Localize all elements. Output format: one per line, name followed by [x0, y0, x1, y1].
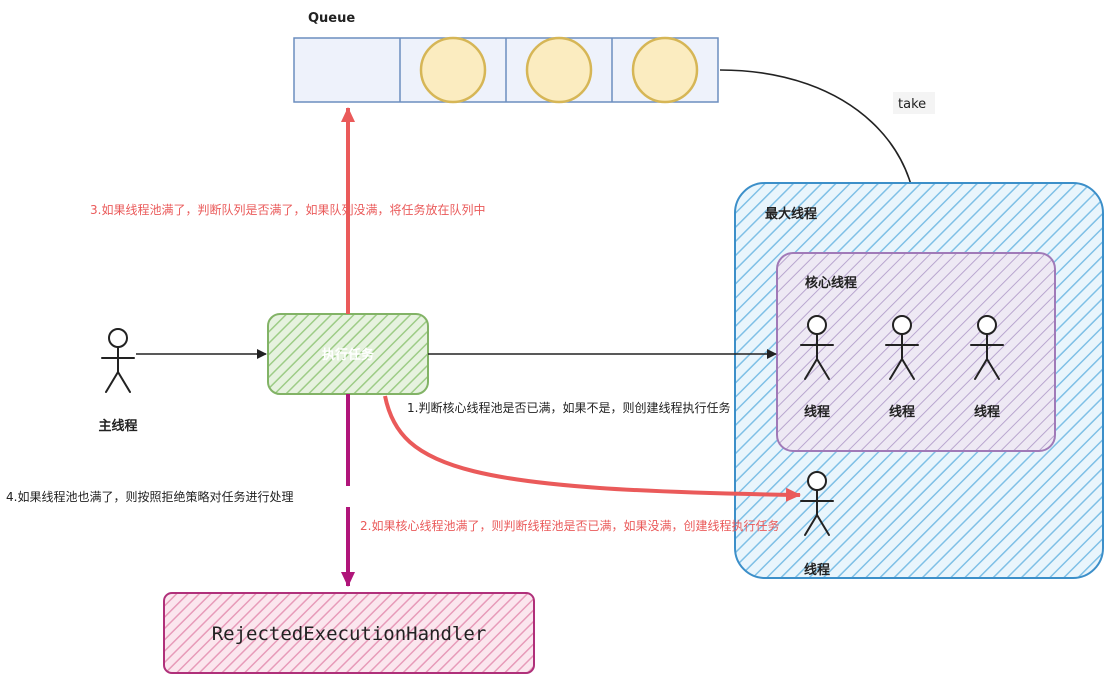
stick-figure-icon	[800, 471, 834, 536]
take-label: take	[898, 97, 926, 112]
queue-task-ball	[525, 36, 593, 104]
handler-label: RejectedExecutionHandler	[212, 623, 487, 645]
queue-task-ball	[419, 36, 487, 104]
extra-thread-label: 线程	[804, 562, 830, 578]
step4-bg	[4, 486, 388, 507]
core-thread: 线程	[800, 315, 834, 420]
max-pool-label: 最大线程	[765, 206, 817, 222]
handler-box	[163, 592, 535, 674]
stick-figure-icon	[101, 328, 135, 393]
queue-title: Queue	[308, 11, 355, 26]
step1-bg	[404, 397, 728, 418]
stick-figure-icon	[970, 315, 1004, 380]
task-label: 执行任务	[322, 347, 375, 363]
core-thread: 线程	[970, 315, 1004, 420]
task-to-extra-thread-arrow	[383, 395, 801, 502]
extra-thread: 线程	[800, 471, 834, 578]
main-thread-label: 主线程	[98, 418, 137, 434]
core-thread-label: 线程	[889, 404, 915, 420]
stick-figure-icon	[800, 315, 834, 380]
main-thread: 主线程	[98, 328, 138, 434]
core-pool-label: 核心线程	[805, 275, 857, 291]
stick-figure-icon	[885, 315, 919, 380]
core-thread: 线程	[885, 315, 919, 420]
step4-text: 4.如果线程池也满了，则按照拒绝策略对任务进行处理	[6, 489, 293, 504]
core-pool-box	[776, 252, 1056, 452]
take-label-bg	[893, 92, 935, 114]
core-thread-label: 线程	[974, 404, 1000, 420]
queue-task-ball	[631, 36, 699, 104]
queue	[293, 36, 719, 104]
step3-text: 3.如果线程池满了，判断队列是否满了，如果队列没满，将任务放在队列中	[90, 202, 485, 217]
step1-text: 1.判断核心线程池是否已满，如果不是，则创建线程执行任务	[407, 400, 730, 415]
core-thread-label: 线程	[804, 404, 830, 420]
step2-text: 2.如果核心线程池满了，则判断线程池是否已满，如果没满，创建线程执行任务	[360, 518, 779, 533]
